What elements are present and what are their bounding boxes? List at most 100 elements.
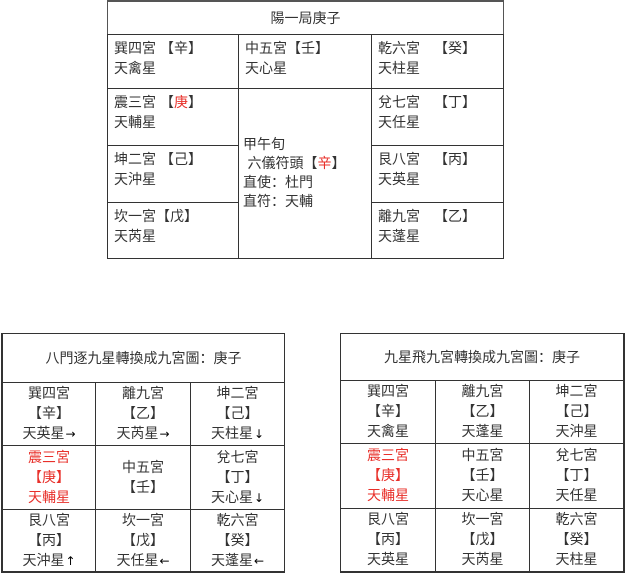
left-cell-dui7: 兌七宮 【丁】 天心星↓ [190,445,285,510]
palace-label: 兌七宮 [216,449,259,466]
cell-zhen3: 震三宮【庚】 天輔星 [107,88,239,146]
cell-gen8: 艮八宮【丙】 天英星 [371,145,504,203]
stem-label: 【己】 [216,406,259,422]
stem-label: 【辛】 [160,41,202,57]
palace-label: 中五宮 [245,41,287,57]
stem-label: 【丙】 [434,152,476,168]
palace-label: 艮八宮 [28,512,70,529]
fu-tou-line: 六儀符頭【辛】 [243,155,367,174]
star-line: 天蓬星← [211,551,264,571]
palace-label: 坤二宮 [555,384,598,400]
star-label: 天心星 [461,488,504,504]
left-cell-kan1: 坎一宮 【戊】 天任星← [95,509,191,573]
stem-label: 【庚】 [367,468,409,484]
palace-label: 巽四宮 [114,41,156,57]
top-chart-title: 陽一局庚子 [107,0,504,35]
bracket-close: 】 [188,95,202,111]
stem-label: 【癸】 [216,532,259,549]
palace-label: 中五宮 [461,448,504,464]
star-label: 天蓬星 [210,552,253,569]
star-label: 天柱星 [555,552,598,568]
right-cell-gen8: 艮八宮 【丙】 天英星 [340,508,436,573]
left-chart-title: 八門逐九星轉換成九宮圖：庚子 [1,333,285,383]
star-label: 天英星 [22,426,65,442]
palace-label: 坎一宮 [114,209,156,225]
center-info: 甲午旬 六儀符頭【辛】 直使：杜門 直符：天輔 [238,88,372,259]
arrow-up-icon: ↑ [65,553,76,568]
star-line: 天柱星↓ [211,424,264,444]
stem-label: 【丙】 [367,532,409,548]
cell-kun2: 坤二宮【己】 天沖星 [107,145,239,203]
stem-label: 【庚】 [28,469,70,486]
left-cell-xun4: 巽四宮 【辛】 天英星→ [1,382,96,446]
star-label: 天芮星 [116,426,159,442]
fu-tou-label: 六儀符頭 [247,155,304,172]
right-chart-title: 九星飛九宮轉換成九宮圖：庚子 [340,333,625,381]
stem-label: 【乙】 [434,209,476,225]
right-cell-dui7: 兌七宮 【丁】 天任星 [529,443,625,509]
stem-label: 【壬】 [461,468,504,484]
stem-label: 【乙】 [122,406,164,422]
star-line: 天任星← [116,551,169,571]
star-label: 天任星 [555,488,598,504]
highlighted-stem: 庚 [174,95,188,111]
star-label: 天任星 [116,552,159,569]
star-line: 天芮星→ [116,424,169,444]
palace-label: 離九宮 [122,386,164,402]
cell-qian6: 乾六宮【癸】 天柱星 [371,34,504,89]
bracket-close: 】 [331,155,346,172]
right-cell-qian6: 乾六宮 【癸】 天柱星 [529,508,625,573]
palace-label: 乾六宮 [216,512,259,529]
star-label: 天芮星 [461,552,504,568]
palace-label: 震三宮 [367,448,409,464]
arrow-right-icon: → [65,427,76,441]
palace-label: 巽四宮 [367,384,409,400]
bracket-open: 【 [303,155,318,172]
right-cell-kun2: 坤二宮 【己】 天沖星 [529,380,625,444]
stem-label: 【乙】 [461,404,504,420]
cell-xun4: 巽四宮【辛】 天禽星 [107,34,239,89]
stem-label: 【己】 [555,404,598,420]
palace-label: 兌七宮 [378,95,420,111]
star-line: 天沖星↑ [22,551,75,571]
star-label: 天任星 [378,115,420,131]
star-label: 天沖星 [22,552,65,569]
stem-label: 【辛】 [28,406,70,422]
star-label: 天沖星 [114,172,156,188]
stem-label: 【丙】 [28,532,70,549]
stem-label: 【壬】 [287,41,329,57]
star-label: 天心星 [245,61,287,77]
arrow-left-icon: ← [253,553,265,568]
star-label: 天沖星 [555,424,598,440]
palace-label: 離九宮 [461,384,504,400]
stem-label: 【丁】 [555,468,598,484]
cell-dui7: 兌七宮【丁】 天任星 [371,88,504,146]
star-label: 天輔星 [367,488,409,504]
xun-label: 甲午旬 [243,136,285,153]
stem-label: 【丁】 [216,469,259,486]
arrow-down-icon: ↓ [253,427,265,441]
palace-label: 乾六宮 [555,512,598,528]
palace-label: 艮八宮 [378,152,420,168]
palace-label: 中五宮 [122,459,164,476]
fu-tou-stem: 辛 [317,155,332,172]
star-label: 天禽星 [114,61,156,77]
right-cell-kan1: 坎一宮 【戊】 天芮星 [435,508,530,573]
right-cell-zhen3: 震三宮 【庚】 天輔星 [340,443,436,509]
palace-label: 乾六宮 [378,41,420,57]
star-label: 天柱星 [378,61,420,77]
arrow-left-icon: ← [159,553,170,568]
star-label: 天英星 [378,172,420,188]
star-label: 天蓬星 [461,424,504,440]
left-cell-kun2: 坤二宮 【己】 天柱星↓ [190,382,285,446]
cell-zhong5: 中五宮【壬】 天心星 [238,34,372,89]
stem-label: 【庚】 [160,95,202,111]
right-cell-zhong5: 中五宮 【壬】 天心星 [435,443,530,509]
cell-kan1: 坎一宮【戊】 天芮星 [107,202,239,259]
stem-label: 【戊】 [156,209,198,225]
palace-label: 離九宮 [378,209,420,225]
star-label: 天蓬星 [378,229,420,245]
star-label: 天芮星 [114,229,156,245]
palace-label: 坤二宮 [216,386,259,402]
stem-label: 【壬】 [122,479,164,496]
